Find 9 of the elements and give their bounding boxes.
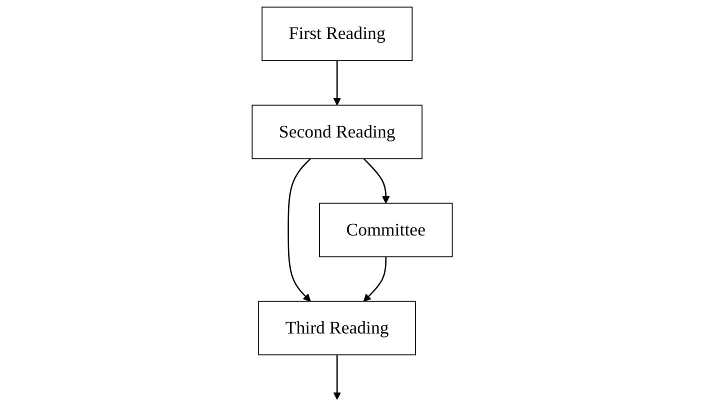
node-box: Third Reading <box>258 300 416 356</box>
arrow <box>332 354 341 400</box>
arrow <box>363 158 390 204</box>
node-box: First Reading <box>261 6 412 62</box>
node-box: Committee <box>318 202 452 258</box>
node-box: Second Reading <box>252 104 422 160</box>
arrow <box>332 60 341 106</box>
arrow <box>287 158 311 302</box>
arrow <box>363 256 386 302</box>
